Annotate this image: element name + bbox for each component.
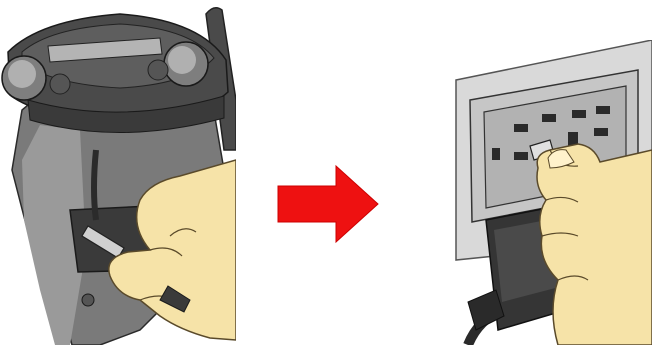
right-knob-highlight	[168, 46, 196, 74]
outlet-slot	[572, 110, 586, 118]
device-connection-svg	[0, 0, 236, 345]
arrow-shape	[278, 166, 378, 242]
outlet-ground-hole	[492, 148, 500, 160]
left-knob-highlight	[8, 60, 36, 88]
outlet-slot	[514, 124, 528, 132]
device-connection-illustration	[0, 0, 236, 345]
right-small-button	[148, 60, 168, 80]
cable	[94, 150, 96, 220]
hand	[537, 144, 652, 345]
outlet-slot	[514, 152, 528, 160]
outlet-slot	[594, 128, 608, 136]
screw	[82, 294, 94, 306]
left-small-button	[50, 74, 70, 94]
right-arrow-svg	[276, 164, 380, 244]
outlet-slot	[596, 106, 610, 114]
wall-outlet-illustration	[438, 40, 652, 345]
wall-outlet-svg	[438, 40, 652, 345]
right-arrow-icon	[276, 164, 380, 244]
outlet-slot	[542, 114, 556, 122]
